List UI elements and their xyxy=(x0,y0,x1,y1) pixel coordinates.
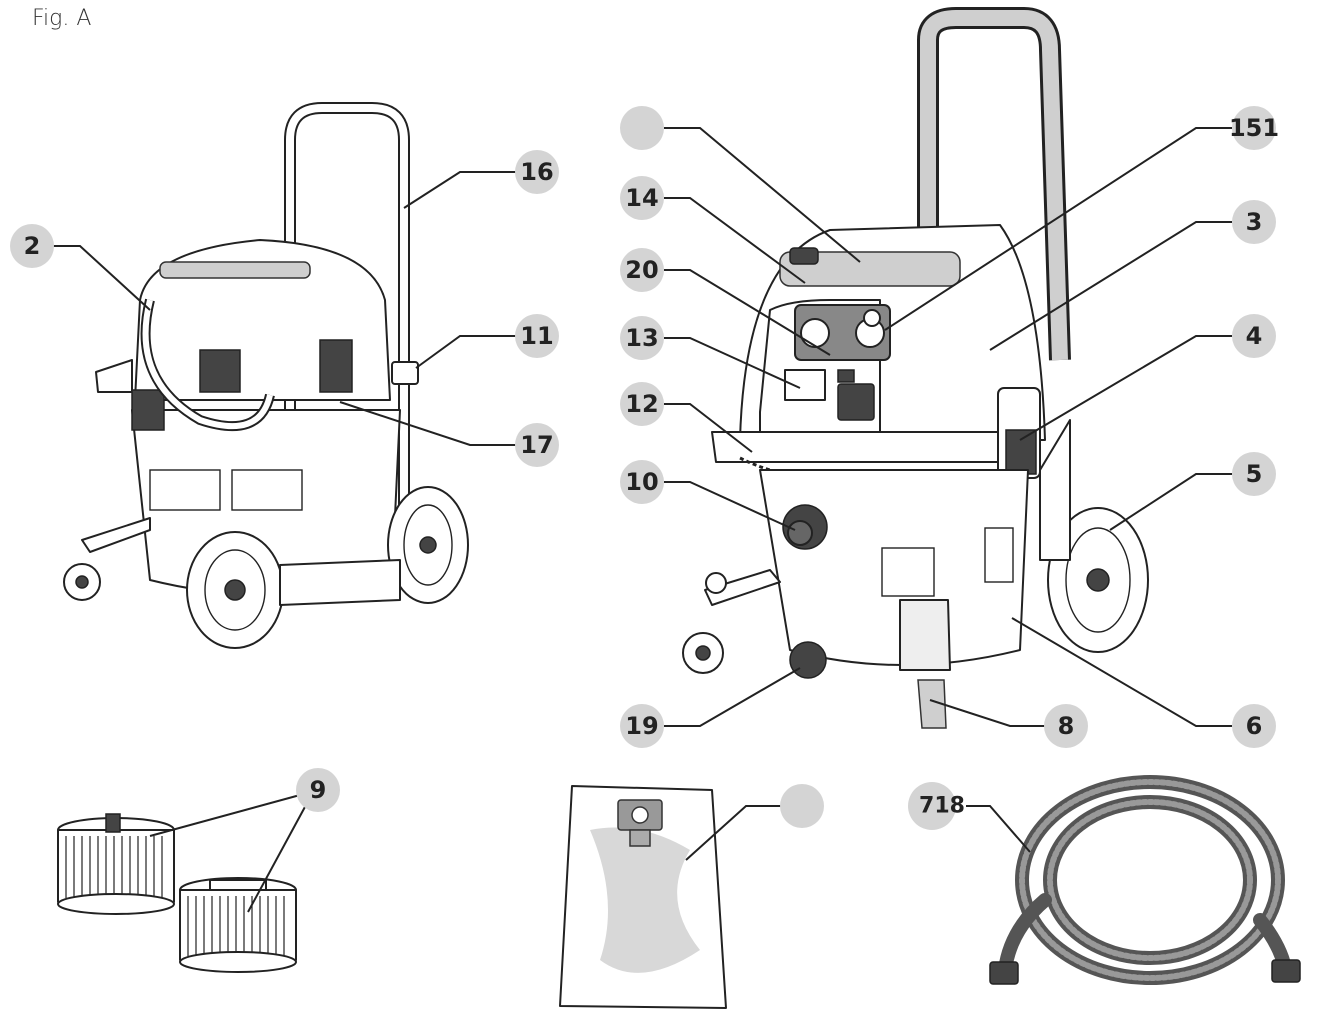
callout-14: 14 xyxy=(620,176,664,220)
svg-text:3: 3 xyxy=(1246,208,1263,236)
svg-text:19: 19 xyxy=(625,712,658,740)
callout-9: 9 xyxy=(296,768,340,812)
callout-blank-bag xyxy=(780,784,824,828)
dust-bag xyxy=(559,785,727,1009)
callout-3: 3 xyxy=(1232,200,1276,244)
svg-text:13: 13 xyxy=(625,324,658,352)
svg-text:718: 718 xyxy=(919,794,965,819)
svg-text:16: 16 xyxy=(520,158,553,186)
callout-19: 19 xyxy=(620,704,664,748)
callout-13: 13 xyxy=(620,316,664,360)
callout-11: 11 xyxy=(515,314,559,358)
callout-20: 20 xyxy=(620,248,664,292)
figure-title: Fig. A xyxy=(32,6,92,31)
leader-lines xyxy=(52,127,1232,913)
svg-text:11: 11 xyxy=(520,322,553,350)
suction-hose xyxy=(989,775,1301,985)
svg-text:2: 2 xyxy=(24,232,41,260)
svg-text:10: 10 xyxy=(625,468,658,496)
svg-text:17: 17 xyxy=(520,431,553,459)
callout-4: 4 xyxy=(1232,314,1276,358)
filter-cartridge-b xyxy=(179,877,297,973)
filter-cartridge-a xyxy=(57,813,175,915)
callout-12: 12 xyxy=(620,382,664,426)
callout-151: 151 xyxy=(1229,106,1279,150)
svg-text:20: 20 xyxy=(625,256,658,284)
vacuum-front-view xyxy=(682,6,1149,729)
callout-5: 5 xyxy=(1232,452,1276,496)
svg-text:5: 5 xyxy=(1246,460,1263,488)
callouts: 2 16 11 17 151 14 3 20 13 4 12 10 5 19 8… xyxy=(10,106,1279,830)
svg-text:4: 4 xyxy=(1246,322,1263,350)
callout-17: 17 xyxy=(515,423,559,467)
callout-16: 16 xyxy=(515,150,559,194)
filter-cartridges xyxy=(57,813,297,973)
svg-text:6: 6 xyxy=(1246,712,1263,740)
callout-2: 2 xyxy=(10,224,54,268)
svg-text:151: 151 xyxy=(1229,114,1279,142)
svg-text:8: 8 xyxy=(1058,712,1075,740)
svg-text:14: 14 xyxy=(625,184,658,212)
callout-10: 10 xyxy=(620,460,664,504)
callout-718: 718 xyxy=(908,782,965,830)
callout-blank-top xyxy=(620,106,664,150)
svg-text:9: 9 xyxy=(310,776,327,804)
callout-6: 6 xyxy=(1232,704,1276,748)
callout-8: 8 xyxy=(1044,704,1088,748)
svg-text:12: 12 xyxy=(625,390,658,418)
vacuum-rear-view xyxy=(63,102,469,649)
